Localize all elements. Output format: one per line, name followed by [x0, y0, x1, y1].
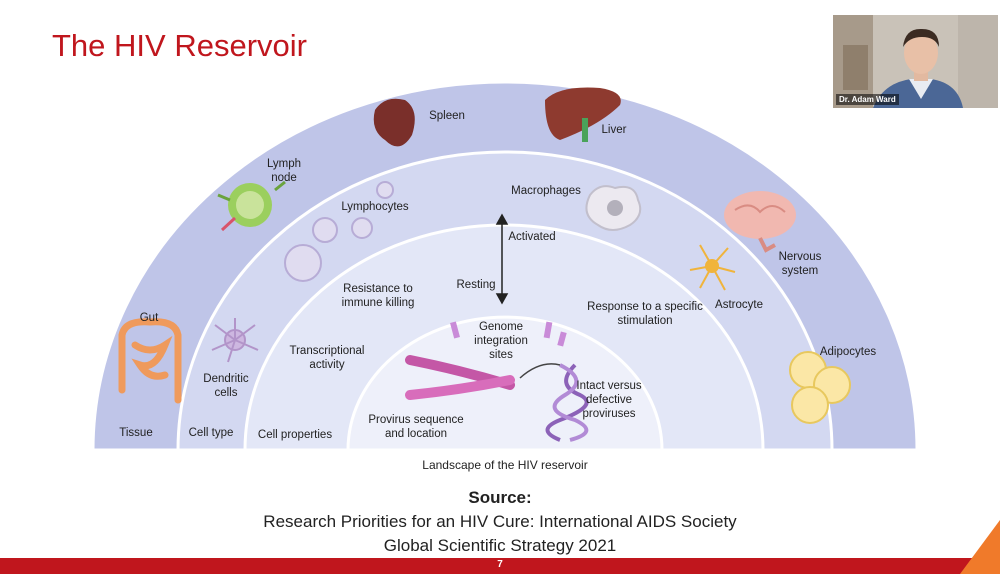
dendritic-cell-icon	[211, 318, 259, 363]
astrocyte-icon	[689, 244, 736, 291]
label-lymph-node: Lymph node	[266, 158, 302, 184]
label-transcriptional-activity: Transcriptional activity	[289, 345, 365, 371]
label-activated: Activated	[508, 231, 556, 243]
page-number: 7	[497, 559, 503, 570]
lymphocytes-icon	[284, 181, 394, 282]
label-macrophages: Macrophages	[511, 185, 581, 197]
source-heading: Source:	[468, 488, 532, 507]
ring-label-tissue: Tissue	[119, 427, 153, 439]
brain-icon	[724, 191, 796, 253]
activation-arrow-icon	[495, 213, 509, 305]
adipocytes-icon	[789, 351, 851, 424]
label-provirus-sequence: Provirus sequence and location	[368, 414, 464, 440]
webcam-name-label: Dr. Adam Ward	[836, 94, 899, 105]
liver-icon	[545, 87, 621, 140]
label-adipocytes: Adipocytes	[819, 346, 877, 358]
spleen-icon	[373, 98, 415, 147]
corner-accent-icon	[960, 520, 1000, 574]
label-gut: Gut	[139, 312, 159, 324]
label-response-to-stimulation: Response to a specific stimulation	[587, 301, 703, 327]
label-resting: Resting	[456, 279, 496, 291]
label-spleen: Spleen	[429, 110, 465, 122]
label-resistance-to-immune-killing: Resistance to immune killing	[341, 283, 415, 309]
label-liver: Liver	[601, 124, 627, 136]
ring-label-cell-type: Cell type	[188, 427, 234, 439]
footer-bar	[0, 558, 1000, 574]
chromosome-icon	[405, 355, 515, 400]
webcam-video[interactable]: Dr. Adam Ward	[833, 15, 998, 108]
slide-title: The HIV Reservoir	[52, 28, 307, 63]
label-dendritic-cells: Dendritic cells	[203, 373, 249, 399]
gut-icon	[118, 318, 182, 404]
label-intact-vs-defective: Intact versus defective proviruses	[576, 380, 642, 420]
dna-helix-icon	[519, 363, 589, 442]
source-line-1: Research Priorities for an HIV Cure: Int…	[263, 512, 737, 531]
label-nervous-system: Nervous system	[778, 251, 822, 277]
label-astrocyte: Astrocyte	[715, 299, 763, 311]
bile-duct-icon	[582, 118, 588, 142]
diagram-caption: Landscape of the HIV reservoir	[422, 458, 588, 472]
label-lymphocytes: Lymphocytes	[341, 201, 409, 213]
ring-label-cell-properties: Cell properties	[257, 429, 333, 441]
integration-sites-icon	[450, 321, 567, 347]
presenter-image	[833, 15, 998, 108]
lymph-node-icon	[217, 180, 286, 232]
macrophage-icon	[585, 185, 642, 231]
label-genome-integration-sites: Genome integration sites	[474, 321, 528, 361]
source-line-2: Global Scientific Strategy 2021	[383, 536, 617, 555]
